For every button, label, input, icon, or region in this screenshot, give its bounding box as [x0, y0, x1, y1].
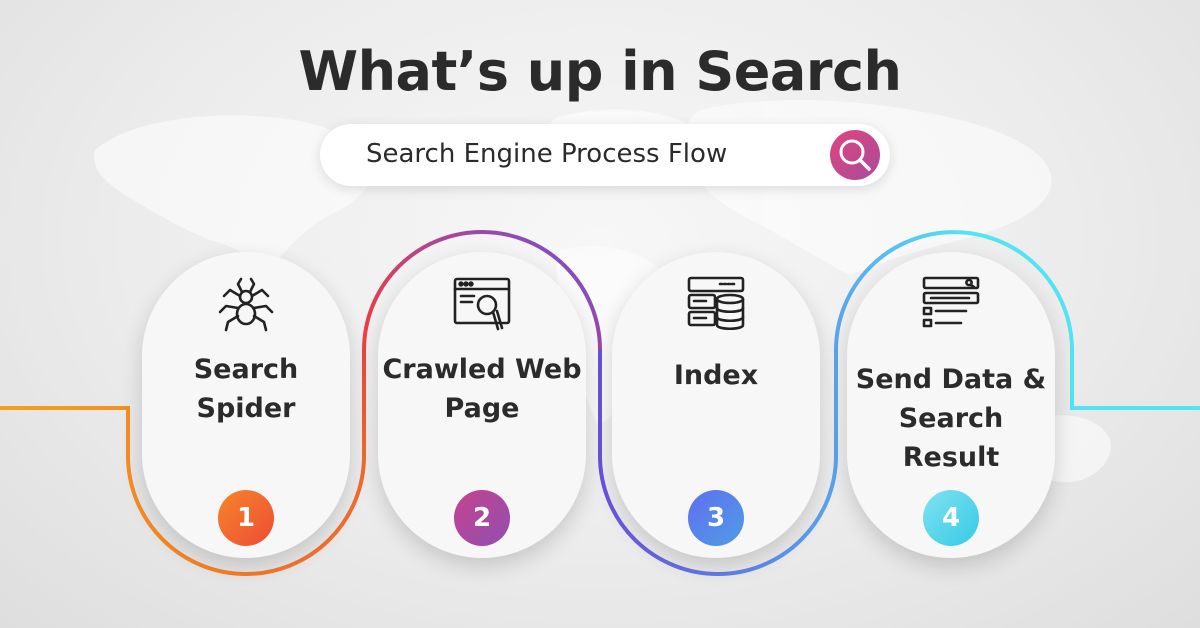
step-number-badge: 2	[454, 490, 510, 546]
search-bar[interactable]: Search Engine Process Flow	[320, 124, 890, 186]
step-label: Index	[673, 360, 759, 391]
step-number-badge: 1	[218, 490, 274, 546]
step-number-badge: 4	[923, 490, 979, 546]
step-card-3: Index 3	[612, 252, 820, 558]
search-icon	[839, 139, 871, 171]
step-label: Search Spider	[193, 354, 299, 424]
step-number-badge: 3	[688, 490, 744, 546]
step-card-1: Search Spider 1	[142, 252, 350, 558]
webpage-magnifier-icon	[453, 277, 511, 331]
step-label: Crawled Web Page	[382, 354, 582, 424]
step-card-4: Send Data & Search Result 4	[847, 252, 1055, 558]
search-results-icon	[922, 276, 980, 328]
spider-icon	[218, 277, 274, 332]
step-label: Send Data & Search Result	[855, 364, 1047, 473]
page-title: What’s up in Search	[298, 40, 902, 103]
search-button[interactable]	[830, 130, 880, 180]
search-bar-label: Search Engine Process Flow	[366, 139, 728, 169]
server-database-icon	[687, 276, 745, 331]
step-card-2: Crawled Web Page 2	[378, 252, 586, 558]
